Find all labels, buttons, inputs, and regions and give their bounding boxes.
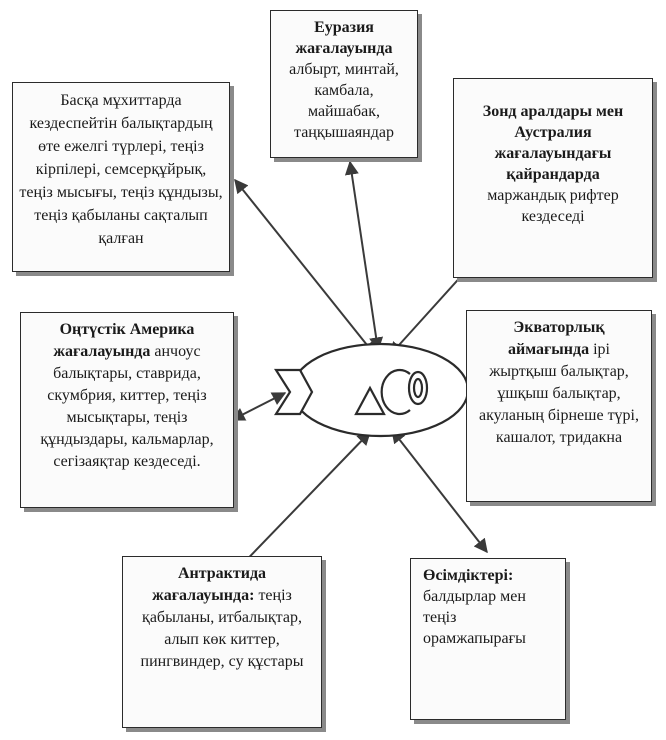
box-other-oceans-text: Басқа мұхиттарда кездеспейтін балықтарды… <box>19 92 223 247</box>
box-equatorial-text: ірі жыртқыш балықтар, ұшқыш балықтар, ак… <box>478 341 639 446</box>
arrow-antarctica <box>231 430 371 577</box>
box-sunda-title: Зонд аралдары мен Аустралия жағалауындағ… <box>482 103 624 183</box>
arrow-south-america <box>230 392 287 421</box>
box-plants: Өсімдіктері: балдырлар мен теңіз орамжап… <box>410 558 566 720</box>
box-equatorial-title: Экваторлық аймағында <box>508 319 605 358</box>
fish-eye <box>407 370 429 406</box>
box-sunda-text: маржандық рифтер кездеседі <box>487 187 619 225</box>
arrow-eurasia <box>344 160 384 352</box>
box-south-america-title: Оңтүстік Америка жағалауында <box>53 321 195 360</box>
box-south-america-text: анчоус балықтары, ставрида, скумбрия, ки… <box>40 343 214 470</box>
box-antarctica: Антрактида жағалауында: теңіз қабыланы, … <box>122 556 322 728</box>
box-antarctica-title: Антрактида жағалауында: <box>152 565 267 604</box>
fish-gill <box>380 368 411 416</box>
box-sunda: Зонд аралдары мен Аустралия жағалауындағ… <box>453 78 653 278</box>
arrow-plants <box>391 428 488 554</box>
box-eurasia: Еуразия жағалауында албырт, минтай, камб… <box>270 10 418 158</box>
box-plants-text: балдырлар мен теңіз орамжапырағы <box>423 588 526 647</box>
box-eurasia-text: албырт, минтай, камбала, майшабак, таңқы… <box>289 61 399 141</box>
box-plants-title: Өсімдіктері: <box>423 567 514 584</box>
fish-body <box>290 342 470 438</box>
box-south-america: Оңтүстік Америка жағалауында анчоус балы… <box>20 312 234 508</box>
fish-tail <box>273 368 314 416</box>
box-antarctica-text: теңіз қабыланы, итбалықтар, алып көк кит… <box>140 587 304 670</box>
box-equatorial: Экваторлық аймағында ірі жыртқыш балықта… <box>466 310 652 502</box>
arrow-other-oceans <box>234 178 376 357</box>
fish-fin-triangle <box>354 385 386 416</box>
box-eurasia-title: Еуразия жағалауында <box>295 19 393 57</box>
fish-icon <box>273 342 470 438</box>
box-other-oceans: Басқа мұхиттарда кездеспейтін балықтарды… <box>12 82 230 272</box>
